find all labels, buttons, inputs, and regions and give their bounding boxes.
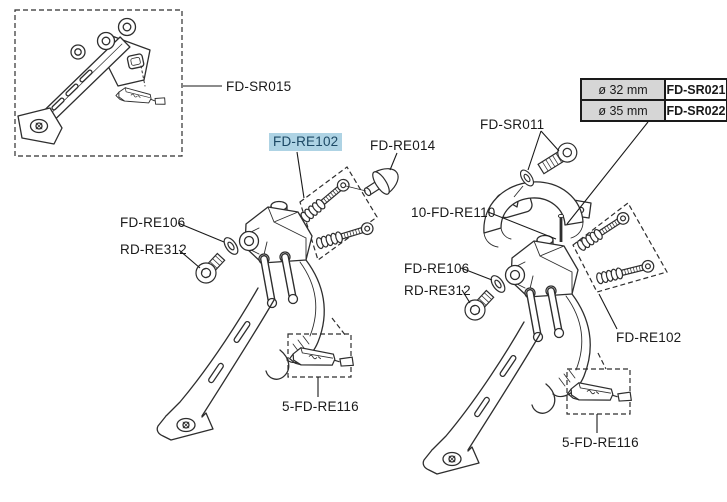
part-label-fd-re014: FD-RE014 <box>370 138 436 153</box>
clamp-size-cell: ø 32 mm <box>581 79 665 100</box>
fd-re102-right-dashed-box <box>572 202 668 293</box>
adjust-screw-left-bottom <box>314 220 376 251</box>
part-label-rd-re312-right: RD-RE312 <box>404 283 471 298</box>
adjust-screw-left-top <box>298 176 352 225</box>
fd-re116-right-dashed-box <box>566 368 631 415</box>
bolt-left <box>191 249 229 288</box>
clamp-part-cell: FD-SR021 <box>665 79 727 100</box>
clamp-size-cell: ø 35 mm <box>581 100 665 121</box>
cable-clip-mini <box>114 85 168 109</box>
part-label-fd-re102-selected[interactable]: FD-RE102 <box>269 133 343 151</box>
cone-plug <box>363 168 399 197</box>
clamp-size-table: ø 32 mm FD-SR021 ø 35 mm FD-SR022 <box>580 78 727 122</box>
part-label-fd-sr011: FD-SR011 <box>480 117 545 132</box>
part-label-5-fd-re116-right: 5-FD-RE116 <box>562 435 639 450</box>
part-label-fd-sr015: FD-SR015 <box>226 79 292 94</box>
fd-sr015-dashed-box <box>14 9 183 157</box>
bracket-drawing <box>17 17 168 145</box>
dashed-group-boxes <box>14 9 668 415</box>
part-label-rd-re312-left: RD-RE312 <box>120 242 187 257</box>
cable-clip-left <box>288 346 356 371</box>
part-label-10-fd-re110: 10-FD-RE110 <box>411 205 496 220</box>
clamp-part-cell: FD-SR022 <box>665 100 727 121</box>
adjust-screw-right-bottom <box>594 258 656 286</box>
part-label-fd-re106-right: FD-RE106 <box>404 261 470 276</box>
fd-re116-left-dashed-box <box>287 333 352 378</box>
pivot-pin <box>557 213 565 242</box>
fd-re102-left-dashed-box <box>299 166 378 261</box>
part-label-fd-re106-left: FD-RE106 <box>120 215 186 230</box>
clamp-bolt <box>537 142 578 175</box>
cable-clip-right <box>566 381 634 406</box>
washer-left <box>220 234 242 258</box>
small-parts <box>191 142 656 406</box>
part-label-fd-re102-right: FD-RE102 <box>616 330 682 345</box>
washer-right <box>487 272 509 296</box>
callout-lines <box>177 85 649 433</box>
part-label-5-fd-re116-left: 5-FD-RE116 <box>282 399 359 414</box>
clamp-band-drawing <box>483 181 592 248</box>
